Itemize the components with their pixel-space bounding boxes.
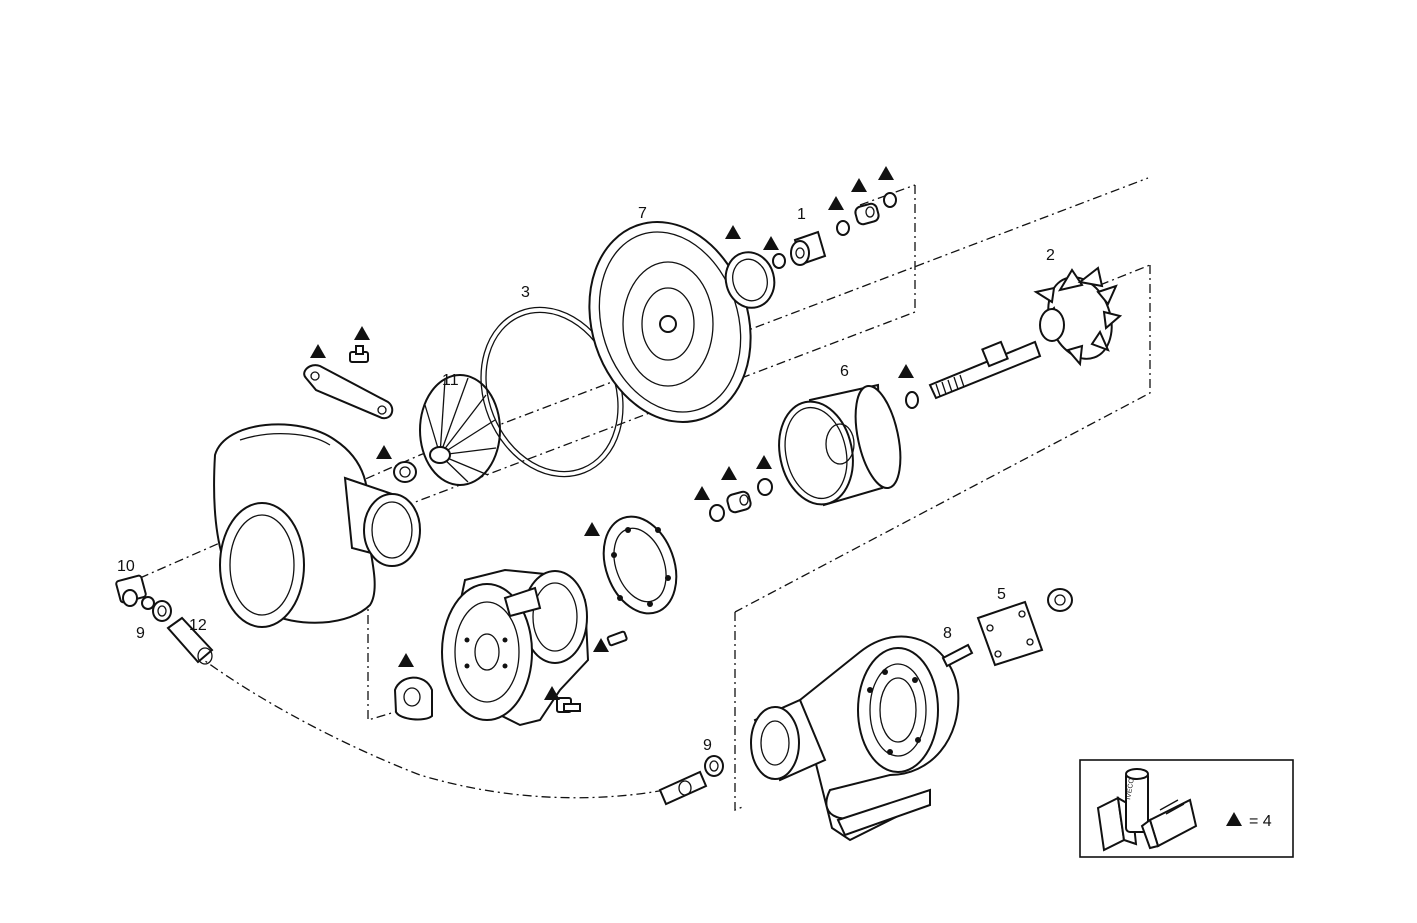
cover-plate [976, 600, 1044, 667]
triangle-marker [376, 445, 392, 459]
repair-kit-icon: IVECO [1096, 768, 1198, 852]
flange-plate [602, 515, 678, 615]
compressor-nut [393, 461, 417, 483]
label-8: 8 [943, 625, 952, 642]
turbine-housing [750, 635, 960, 842]
snap-ring-1 [772, 253, 786, 269]
triangle-marker [763, 236, 779, 250]
triangle-marker [725, 225, 741, 239]
washer-right [704, 755, 724, 777]
bearing-bush-1 [854, 202, 880, 226]
triangle-marker [584, 522, 600, 536]
triangle-marker [544, 686, 560, 700]
housing-screw-2 [556, 697, 581, 713]
snap-ring-3 [883, 192, 897, 208]
label-5: 5 [997, 586, 1006, 603]
triangle-marker [398, 653, 414, 667]
part-labels: 1 2 3 5 6 7 8 9 9 10 11 12 [117, 205, 1055, 754]
snap-ring-5 [709, 504, 725, 522]
housing-screw-1 [606, 630, 628, 647]
compressor-housing [213, 423, 421, 628]
snap-ring-4 [905, 391, 919, 409]
thrust-collar [790, 230, 827, 266]
bracket [303, 364, 394, 420]
label-10: 10 [117, 558, 135, 575]
triangle-marker [593, 638, 609, 652]
triangle-marker [354, 326, 370, 340]
legend: IVECO = 4 [1079, 759, 1294, 858]
triangle-marker [756, 455, 772, 469]
compressor-wheel [419, 374, 501, 486]
triangle-marker [310, 344, 326, 358]
washer-left-2 [152, 600, 172, 622]
bearing-bush-2 [726, 490, 752, 514]
legend-text: = 4 [1249, 813, 1272, 830]
seal-ring-large [724, 251, 776, 309]
center-housing [441, 568, 590, 727]
label-1: 1 [797, 206, 806, 223]
label-7: 7 [638, 205, 647, 222]
kit-brand-text: IVECO [1125, 777, 1136, 800]
turbine-wheel [1033, 266, 1123, 367]
triangle-marker [721, 466, 737, 480]
oil-hose-left [166, 616, 214, 665]
label-12: 12 [189, 617, 207, 634]
legend-triangle-marker [1226, 812, 1242, 826]
label-11: 11 [442, 372, 459, 389]
stud [941, 643, 974, 668]
label-3: 3 [521, 284, 530, 301]
triangle-marker [828, 196, 844, 210]
triangle-marker [878, 166, 894, 180]
bracket-screw [349, 345, 369, 363]
snap-ring-2 [836, 220, 850, 236]
oil-hose-right [658, 770, 708, 806]
label-6: 6 [840, 363, 849, 380]
label-9-right: 9 [703, 737, 712, 754]
snap-ring-6 [757, 478, 773, 496]
label-9-left: 9 [136, 625, 145, 642]
triangle-marker [694, 486, 710, 500]
bush-nut [1047, 588, 1073, 612]
banjo-fitting [115, 574, 147, 607]
kit-triangle-markers [310, 166, 914, 700]
washer-left-1 [141, 596, 155, 610]
triangle-marker [851, 178, 867, 192]
clamp-segment [393, 676, 433, 721]
triangle-marker [898, 364, 914, 378]
turbine-shaft [928, 340, 1042, 400]
heat-shield [778, 383, 902, 507]
label-2: 2 [1046, 247, 1055, 264]
back-plate [588, 221, 752, 423]
